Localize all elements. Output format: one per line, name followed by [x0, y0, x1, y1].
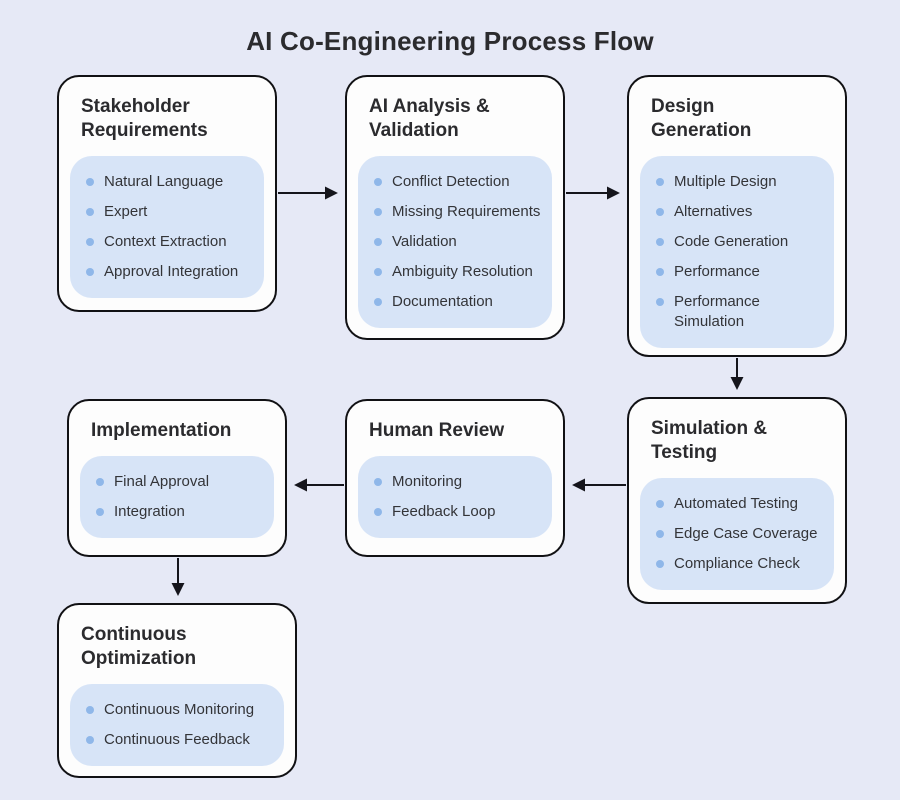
bullet-icon	[374, 478, 382, 486]
bullet-icon	[374, 268, 382, 276]
bullet-icon	[656, 268, 664, 276]
list-item-label: Performance Simulation	[674, 293, 760, 330]
bullet-icon	[374, 298, 382, 306]
list-item: Code Generation	[656, 232, 826, 252]
list-item: Approval Integration	[86, 262, 256, 282]
bullet-icon	[656, 178, 664, 186]
list-item: Natural Language	[86, 172, 256, 192]
list-item: Final Approval	[96, 472, 266, 492]
node-ai-analysis-validation: AI Analysis & Validation Conflict Detect…	[345, 75, 565, 340]
list-item: Performance	[656, 262, 826, 282]
list-item: Feedback Loop	[374, 502, 544, 522]
list-item: Automated Testing	[656, 494, 826, 514]
node-simulation-testing: Simulation & Testing Automated Testing E…	[627, 397, 847, 604]
list-item-label: Validation	[392, 233, 457, 250]
list-item-label: Performance	[674, 263, 760, 280]
list-item: Conflict Detection	[374, 172, 544, 192]
list-item-label: Edge Case Coverage	[674, 525, 818, 542]
bullet-icon	[374, 178, 382, 186]
node-implementation: Implementation Final Approval Integratio…	[67, 399, 287, 557]
list-item-label: Code Generation	[674, 233, 789, 250]
bullet-icon	[374, 508, 382, 516]
node-title: Simulation & Testing	[651, 418, 768, 463]
node-human-review: Human Review Monitoring Feedback Loop	[345, 399, 565, 557]
list-item: Ambiguity Resolution	[374, 262, 544, 282]
node-design-generation: Design Generation Multiple Design Altern…	[627, 75, 847, 357]
node-item-panel: Natural Language Expert Context Extracti…	[70, 156, 264, 298]
list-item: Validation	[374, 232, 544, 252]
bullet-icon	[86, 736, 94, 744]
bullet-icon	[656, 530, 664, 538]
list-item-label: Alternatives	[674, 203, 753, 220]
list-item-label: Monitoring	[392, 473, 463, 490]
list-item: Context Extraction	[86, 232, 256, 252]
node-item-panel: Automated Testing Edge Case Coverage Com…	[640, 478, 834, 590]
list-item: Compliance Check	[656, 554, 826, 574]
list-item-label: Natural Language	[104, 173, 224, 190]
bullet-icon	[86, 706, 94, 714]
node-title: AI Analysis & Validation	[369, 96, 490, 141]
bullet-icon	[86, 238, 94, 246]
list-item-label: Final Approval	[114, 473, 210, 490]
list-item-label: Expert	[104, 203, 148, 220]
list-item-label: Missing Requirements	[392, 203, 541, 220]
list-item: Edge Case Coverage	[656, 524, 826, 544]
list-item-label: Ambiguity Resolution	[392, 263, 533, 280]
bullet-icon	[374, 208, 382, 216]
bullet-icon	[86, 208, 94, 216]
list-item: Missing Requirements	[374, 202, 544, 222]
page-title: AI Co-Engineering Process Flow	[246, 26, 654, 56]
bullet-icon	[656, 560, 664, 568]
node-item-panel: Multiple Design Alternatives Code Genera…	[640, 156, 834, 348]
list-item: Alternatives	[656, 202, 826, 222]
list-item-label: Compliance Check	[674, 555, 800, 572]
list-item: Documentation	[374, 292, 544, 312]
node-title: Design Generation	[651, 96, 752, 141]
list-item-label: Integration	[114, 503, 185, 520]
list-item: Continuous Feedback	[86, 730, 276, 750]
list-item-label: Feedback Loop	[392, 503, 496, 520]
node-item-panel: Final Approval Integration	[80, 456, 274, 538]
list-item-label: Continuous Feedback	[104, 731, 250, 748]
bullet-icon	[656, 298, 664, 306]
bullet-icon	[656, 208, 664, 216]
bullet-icon	[86, 268, 94, 276]
bullet-icon	[96, 478, 104, 486]
list-item: Continuous Monitoring	[86, 700, 276, 720]
node-title: Human Review	[369, 420, 505, 441]
node-title: Continuous Optimization	[81, 624, 197, 669]
list-item-label: Context Extraction	[104, 233, 227, 250]
list-item: Performance Simulation	[656, 292, 826, 332]
node-item-panel: Continuous Monitoring Continuous Feedbac…	[70, 684, 284, 766]
bullet-icon	[86, 178, 94, 186]
node-continuous-optimization: Continuous Optimization Continuous Monit…	[57, 603, 297, 778]
bullet-icon	[374, 238, 382, 246]
node-stakeholder-requirements: Stakeholder Requirements Natural Languag…	[57, 75, 277, 312]
bullet-icon	[656, 500, 664, 508]
node-item-panel: Conflict Detection Missing Requirements …	[358, 156, 552, 328]
list-item: Monitoring	[374, 472, 544, 492]
bullet-icon	[96, 508, 104, 516]
bullet-icon	[656, 238, 664, 246]
node-item-panel: Monitoring Feedback Loop	[358, 456, 552, 538]
node-title: Stakeholder Requirements	[81, 96, 208, 141]
list-item: Integration	[96, 502, 266, 522]
list-item: Multiple Design	[656, 172, 826, 192]
list-item-label: Automated Testing	[674, 495, 798, 512]
list-item: Expert	[86, 202, 256, 222]
list-item-label: Documentation	[392, 293, 493, 310]
node-title: Implementation	[91, 420, 232, 441]
list-item-label: Approval Integration	[104, 263, 239, 280]
list-item-label: Conflict Detection	[392, 173, 510, 190]
list-item-label: Continuous Monitoring	[104, 701, 255, 718]
list-item-label: Multiple Design	[674, 173, 777, 190]
